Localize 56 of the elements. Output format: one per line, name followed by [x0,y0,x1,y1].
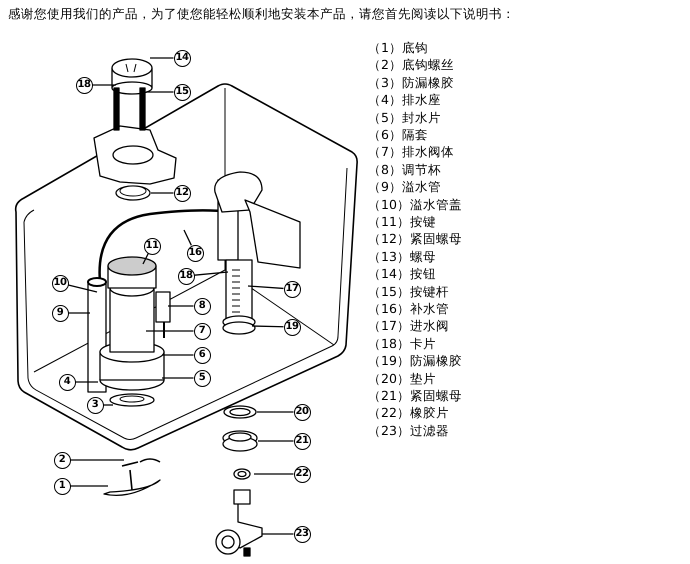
callout-number: 14 [174,50,190,66]
callout-number: 1 [54,478,70,494]
title: 感谢您使用我们的产品，为了使您能轻松顺利地安装本产品，请您首先阅读以下说明书： [8,6,515,22]
leader-line [142,253,149,264]
leader-line [92,84,116,86]
part-list-item: （12）紧固螺母 [368,231,462,248]
leader-line [162,354,194,356]
leader-line [162,377,194,379]
callout-number: 22 [294,466,310,482]
part-list-item: （3）防漏橡胶 [368,74,454,91]
leader-line [146,91,174,93]
leader-line [257,411,294,413]
part-list-item: （1）底钩 [368,40,428,56]
part-list-item: （13）螺母 [368,248,436,265]
part-list-item: （14）按钮 [368,266,436,282]
part-list-item: （18）卡片 [368,336,436,352]
leader-line [70,485,108,487]
part-list-item: （7）排水阀体 [368,144,454,160]
callout-number: 2 [54,452,70,468]
callout-number: 18 [76,76,92,94]
leader-line [262,533,294,535]
leader-line [194,271,228,276]
part-list-item: （11）按键 [368,214,436,230]
leader-line [183,230,192,246]
leader-line [248,285,284,290]
leader-line [68,312,90,314]
callout-number: 15 [174,84,190,100]
leader-line [68,284,98,293]
part-list-item: （6）隔套 [368,127,428,143]
leader-line [146,330,194,332]
part-list-item: （21）紧固螺母 [368,388,462,404]
part-list-item: （22）橡胶片 [368,405,449,422]
part-list-item: （8）调节杯 [368,162,441,178]
leader-line [76,381,98,383]
callout-number: 21 [294,432,310,450]
part-list-item: （15）按键杆 [368,284,449,300]
leader-line [168,305,194,307]
part-list-item: （9）溢水管 [368,179,441,196]
leader-line [104,404,113,406]
part-list-item: （20）垫片 [368,370,436,387]
part-list-item: （2）底钩螺丝 [368,57,454,74]
leader-line [151,192,174,194]
leader-line [252,325,284,328]
part-list-item: （5）封水片 [368,110,441,126]
part-list-item: （16）补水管 [368,301,449,317]
leader-line [254,473,294,475]
part-list-item: （4）排水座 [368,92,441,108]
callout-number: 23 [294,526,310,542]
part-list-item: （23）过滤器 [368,422,449,439]
part-list-item: （10）溢水管盖 [368,196,462,213]
callout-number: 20 [294,404,310,420]
part-list-item: （19）防漏橡胶 [368,353,462,370]
leader-line [258,440,294,442]
leader-line [70,459,124,461]
part-list-item: （17）进水阀 [368,318,449,334]
leader-line [150,57,174,59]
